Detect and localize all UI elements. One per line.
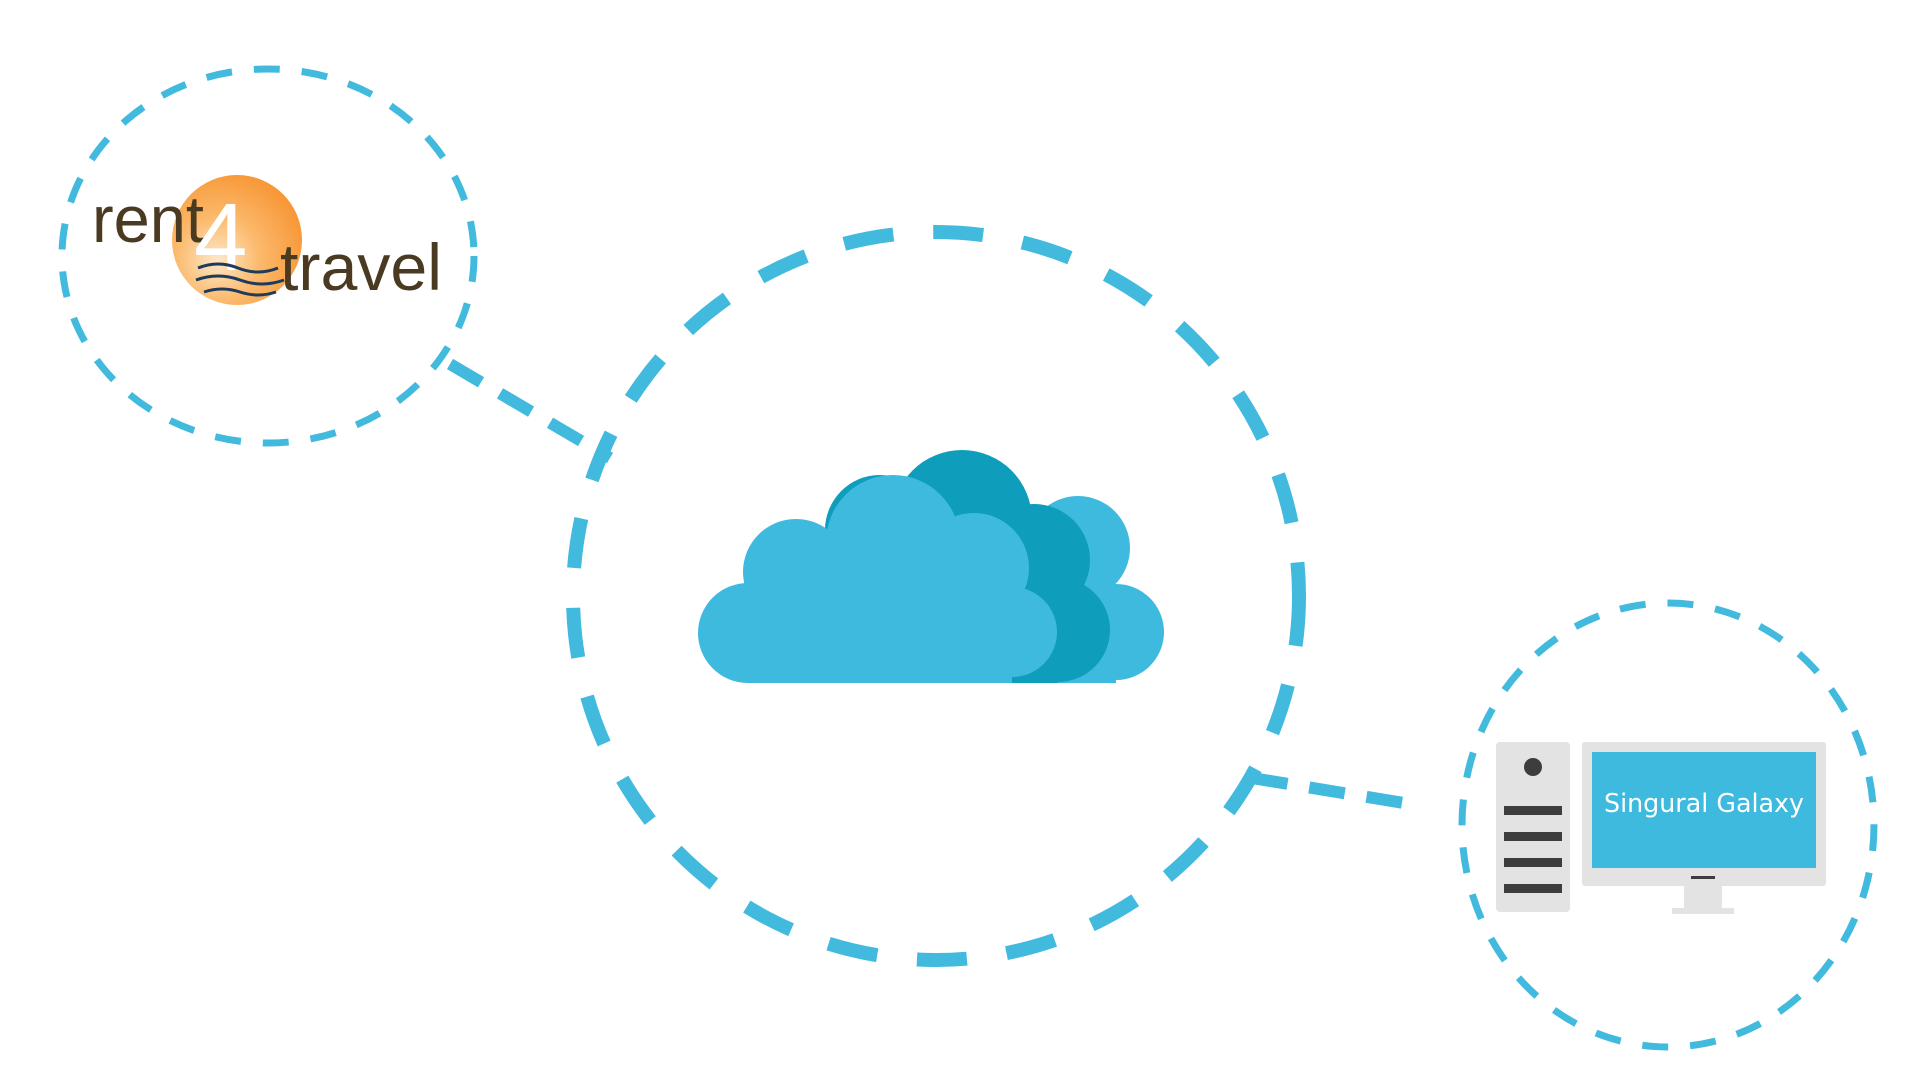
monitor-neck [1684,886,1722,910]
connector-cloud-to-computer [1251,772,1423,812]
monitor-screen [1592,752,1816,868]
tower-power-button [1524,758,1542,776]
tower-slot-2 [1504,832,1562,841]
tower-slot-1 [1504,806,1562,815]
tower-slot-4 [1504,884,1562,893]
logo-wave-icon [195,262,285,297]
screen-label: Singural Galaxy [1604,789,1804,819]
logo-sun-circle [172,175,302,305]
tower-slot-3 [1504,858,1562,867]
monitor-indicator [1691,876,1715,879]
rent4travel-logo: rent 4 travel [92,175,442,305]
source-node-ring [58,65,478,447]
desktop-computer-icon: Singural Galaxy [1496,742,1826,914]
monitor-base [1672,908,1734,914]
target-node-ring [1458,599,1878,1051]
cloud-front [698,475,1057,683]
tower-case [1496,742,1570,912]
cloud-icon [698,450,1164,683]
cloud-node-ring [566,225,1306,967]
logo-text-four: 4 [194,184,247,291]
connector-logo-to-cloud [446,358,614,464]
logo-text-travel: travel [280,230,442,304]
logo-text-rent: rent [92,182,204,256]
